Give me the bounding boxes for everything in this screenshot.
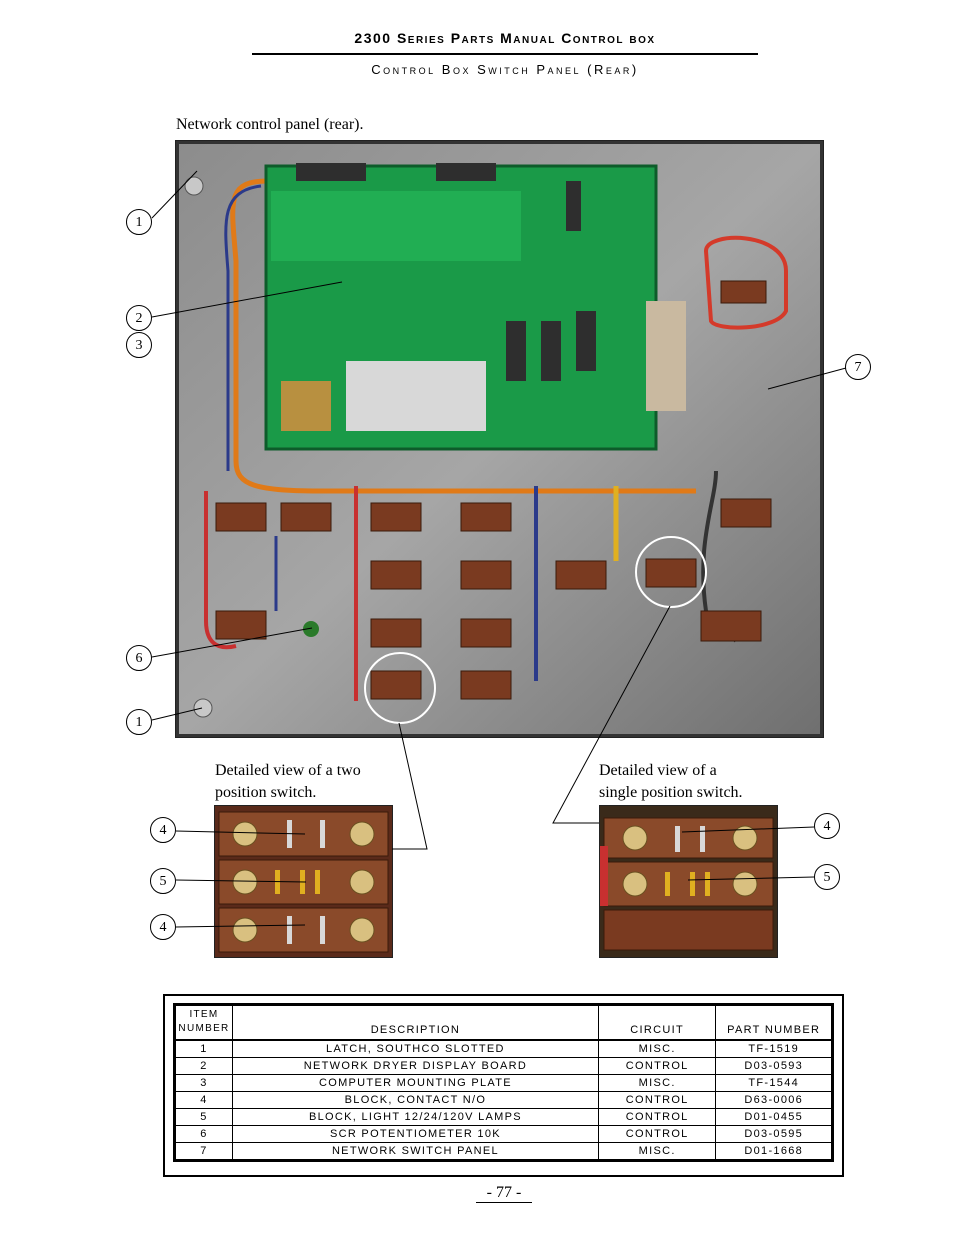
callout-3: 3	[126, 332, 152, 358]
cell-description: BLOCK, CONTACT N/O	[231, 1091, 599, 1109]
header-rule	[252, 53, 758, 55]
cell-part-number: TF-1519	[715, 1039, 833, 1058]
cell-item: 3	[174, 1074, 233, 1092]
cell-circuit: MISC.	[597, 1142, 717, 1161]
cell-circuit: MISC.	[597, 1039, 717, 1058]
header-subtitle: Control Box Switch Panel (Rear)	[371, 62, 639, 77]
cell-circuit: CONTROL	[597, 1057, 717, 1075]
table-row: 7 NETWORK SWITCH PANEL MISC. D01-1668	[174, 1142, 833, 1161]
page-number: - 77 -	[476, 1184, 532, 1203]
table-row: 2 NETWORK DRYER DISPLAY BOARD CONTROL D0…	[174, 1057, 833, 1075]
detail-two-caption: Detailed view of a two position switch.	[215, 760, 361, 804]
cell-item: 2	[174, 1057, 233, 1075]
cell-part-number: D01-1668	[715, 1142, 833, 1161]
table-row: 3 COMPUTER MOUNTING PLATE MISC. TF-1544	[174, 1074, 833, 1092]
callout-5-single: 5	[814, 864, 840, 890]
cell-circuit: CONTROL	[597, 1125, 717, 1143]
callout-1-bottom: 1	[126, 709, 152, 735]
cell-description: NETWORK SWITCH PANEL	[231, 1142, 599, 1161]
detail-two-caption-line2: position switch.	[215, 784, 317, 801]
cell-item: 6	[174, 1125, 233, 1143]
detail-two-caption-line1: Detailed view of a two	[215, 762, 361, 779]
table-header-row: ITEM NUMBER DESCRIPTION CIRCUIT PART NUM…	[174, 1004, 833, 1041]
callout-4-two-top: 4	[150, 817, 176, 843]
table-row: 5 BLOCK, LIGHT 12/24/120V LAMPS CONTROL …	[174, 1108, 833, 1126]
header-title: 2300 Series Parts Manual Control box	[354, 30, 656, 46]
header-circuit: CIRCUIT	[597, 1004, 717, 1041]
cell-description: COMPUTER MOUNTING PLATE	[231, 1074, 599, 1092]
parts-table: ITEM NUMBER DESCRIPTION CIRCUIT PART NUM…	[173, 1003, 834, 1162]
control-panel-photo	[175, 140, 824, 738]
cell-item: 7	[174, 1142, 233, 1161]
cell-item: 1	[174, 1039, 233, 1058]
cell-item: 5	[174, 1108, 233, 1126]
cell-part-number: D63-0006	[715, 1091, 833, 1109]
callout-5-two: 5	[150, 868, 176, 894]
header-part-number: PART NUMBER	[715, 1004, 833, 1041]
single-position-switch-photo	[599, 805, 778, 958]
callout-4-single: 4	[814, 813, 840, 839]
table-row: 4 BLOCK, CONTACT N/O CONTROL D63-0006	[174, 1091, 833, 1109]
table-row: 1 LATCH, SOUTHCO SLOTTED MISC. TF-1519	[174, 1039, 833, 1058]
cell-description: SCR POTENTIOMETER 10K	[231, 1125, 599, 1143]
callout-1-top: 1	[126, 209, 152, 235]
cell-circuit: CONTROL	[597, 1091, 717, 1109]
callout-6: 6	[126, 645, 152, 671]
detail-single-caption-line1: Detailed view of a	[599, 762, 717, 779]
cell-part-number: D01-0455	[715, 1108, 833, 1126]
header-item-number: ITEM NUMBER	[174, 1004, 233, 1041]
cell-description: LATCH, SOUTHCO SLOTTED	[231, 1039, 599, 1058]
cell-part-number: TF-1544	[715, 1074, 833, 1092]
table-row: 6 SCR POTENTIOMETER 10K CONTROL D03-0595	[174, 1125, 833, 1143]
callout-4-two-bottom: 4	[150, 914, 176, 940]
detail-single-caption: Detailed view of a single position switc…	[599, 760, 743, 804]
cell-part-number: D03-0593	[715, 1057, 833, 1075]
cell-description: BLOCK, LIGHT 12/24/120V LAMPS	[231, 1108, 599, 1126]
detail-single-caption-line2: single position switch.	[599, 784, 743, 801]
callout-2: 2	[126, 305, 152, 331]
cell-circuit: CONTROL	[597, 1108, 717, 1126]
cell-part-number: D03-0595	[715, 1125, 833, 1143]
header-description: DESCRIPTION	[231, 1004, 599, 1041]
callout-7: 7	[845, 354, 871, 380]
cell-item: 4	[174, 1091, 233, 1109]
cell-description: NETWORK DRYER DISPLAY BOARD	[231, 1057, 599, 1075]
parts-table-frame	[163, 994, 844, 1177]
cell-circuit: MISC.	[597, 1074, 717, 1092]
main-photo-caption: Network control panel (rear).	[176, 116, 364, 133]
